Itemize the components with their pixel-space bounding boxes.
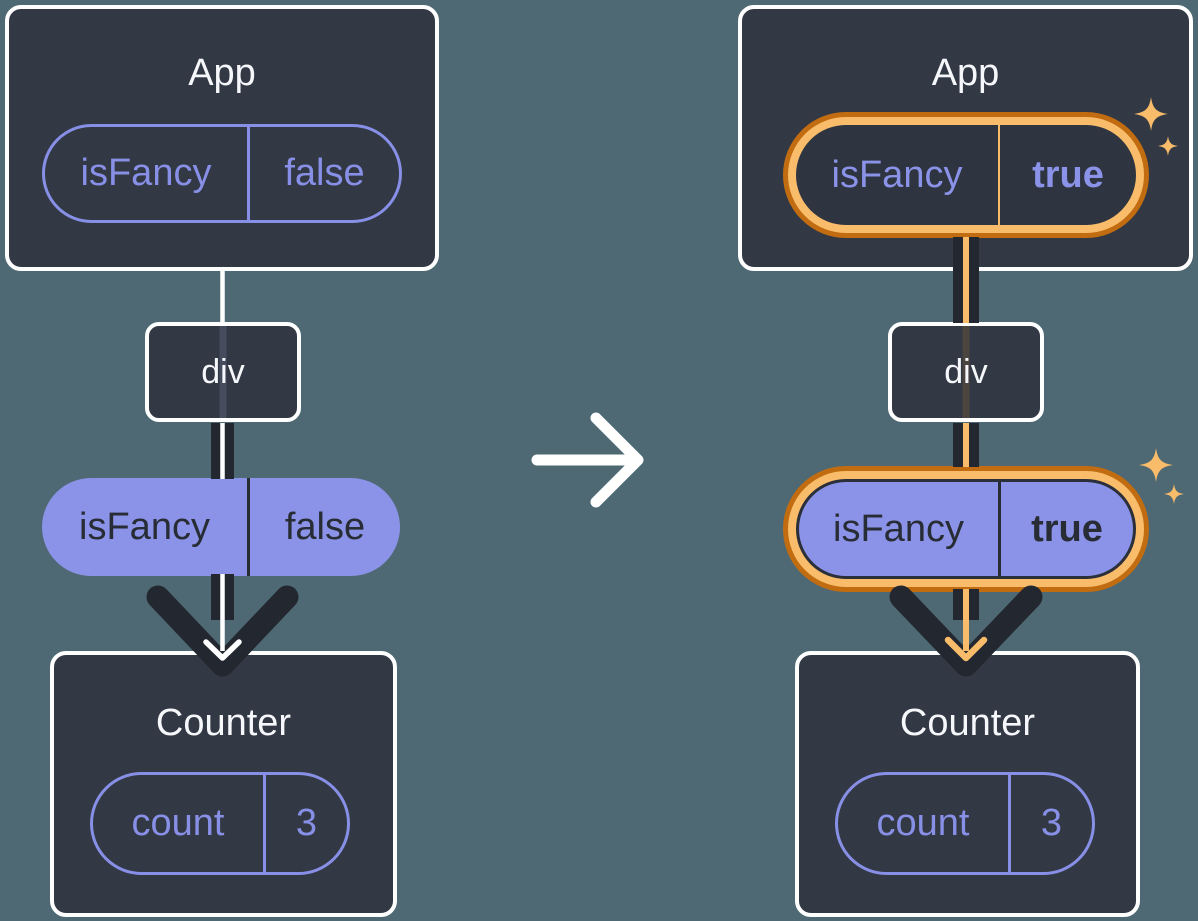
left-prop-pill: isFancy false: [42, 478, 400, 576]
left-app-state-pill: isFancy false: [42, 124, 402, 223]
state-value: 3: [263, 775, 347, 872]
right-app-card: App isFancy true: [738, 5, 1193, 271]
component-title: App: [931, 52, 1000, 94]
left-counter-state-pill: count 3: [90, 772, 350, 875]
sparkle-icon: [1139, 448, 1173, 482]
sparkle-icon: [1164, 484, 1184, 504]
state-value: false: [247, 127, 399, 220]
component-title: Counter: [899, 702, 1036, 744]
left-div-card: div: [145, 322, 301, 422]
element-label: div: [201, 352, 245, 391]
left-counter-card: Counter count 3: [50, 651, 397, 917]
state-key: isFancy: [80, 152, 212, 194]
element-label: div: [944, 352, 988, 391]
prop-key: isFancy: [79, 505, 210, 548]
right-app-state-highlight-ring: isFancy true: [783, 112, 1149, 238]
state-key: count: [876, 802, 970, 844]
right-prop-highlight-ring: isFancy true: [783, 466, 1149, 592]
component-title: Counter: [155, 702, 292, 744]
right-counter-state-pill: count 3: [835, 772, 1095, 875]
connector-through-line: [219, 326, 227, 418]
right-prop-pill: isFancy true: [796, 479, 1136, 579]
prop-value: false: [247, 478, 400, 576]
left-app-card: App isFancy false: [5, 5, 439, 271]
prop-value: true: [998, 482, 1133, 576]
state-value: 3: [1008, 775, 1092, 872]
state-value: true: [998, 125, 1136, 225]
component-title: App: [188, 52, 256, 94]
prop-key: isFancy: [833, 507, 964, 550]
right-div-card: div: [888, 322, 1044, 422]
state-key: count: [131, 802, 225, 844]
right-counter-card: Counter count 3: [795, 651, 1140, 917]
transition-arrow-icon: [531, 412, 644, 508]
right-app-state-pill: isFancy true: [796, 125, 1136, 225]
connector-through-line: [962, 326, 970, 418]
state-key: isFancy: [831, 153, 963, 196]
